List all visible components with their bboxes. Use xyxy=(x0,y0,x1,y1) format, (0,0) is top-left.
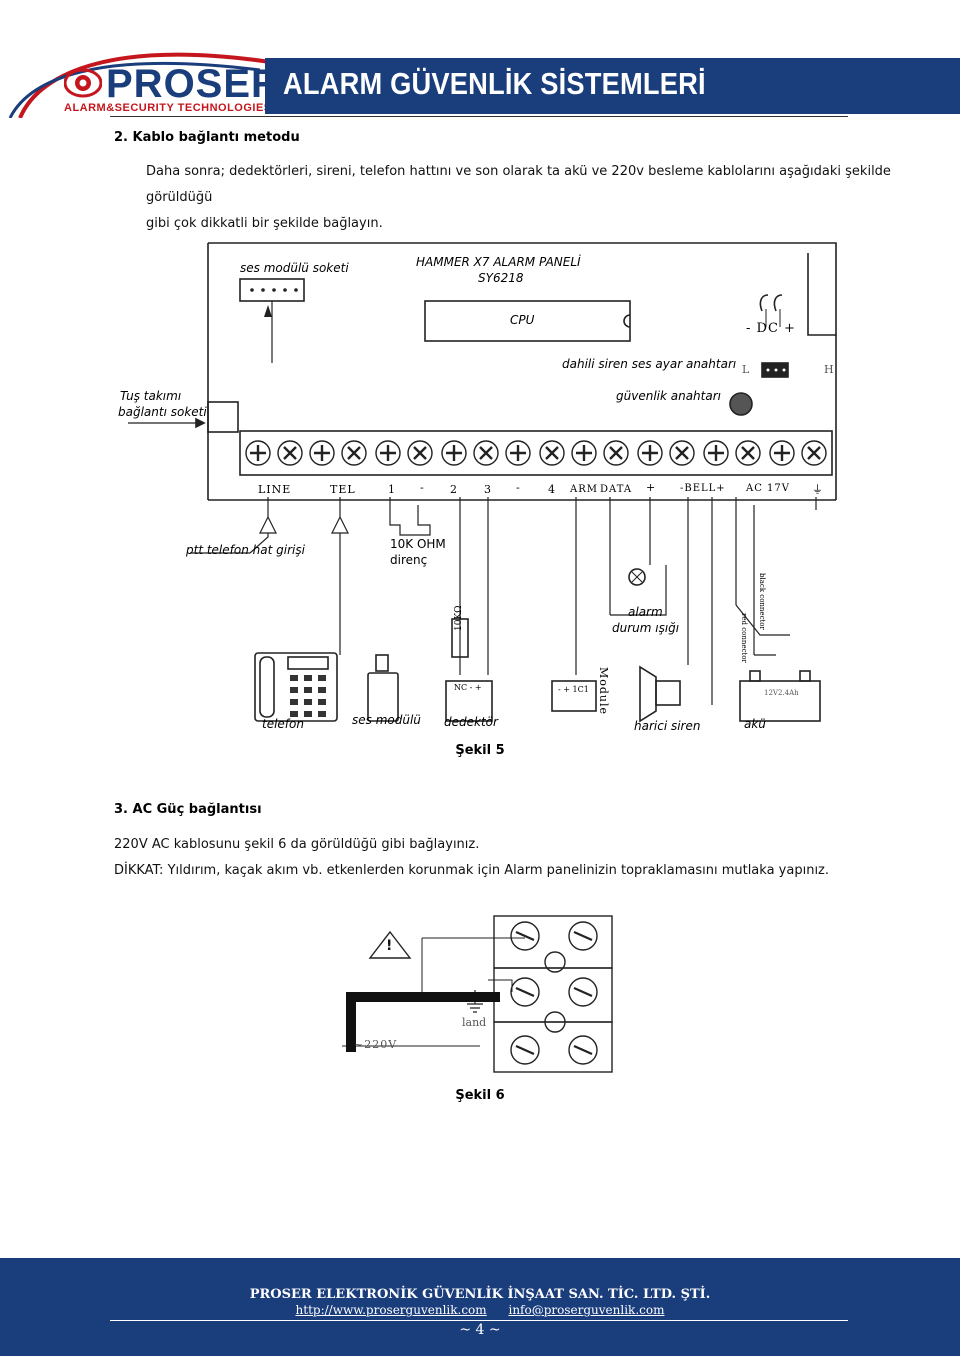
footer-company: PROSER ELEKTRONİK GÜVENLİK İNŞAAT SAN. T… xyxy=(249,1287,711,1302)
website-link[interactable]: http://www.proserguvenlik.com xyxy=(295,1303,487,1317)
device-label: telefon xyxy=(262,717,304,731)
wire-label: black connector xyxy=(758,573,766,630)
paragraph-line: 220V AC kablosunu şekil 6 da görüldüğü g… xyxy=(114,837,480,852)
terminal-label: 4 xyxy=(548,483,556,496)
device-label: ses modülü xyxy=(352,713,421,727)
section-2-paragraph: Daha sonra; dedektörleri, sireni, telefo… xyxy=(146,159,906,237)
ac-terminal-drawing xyxy=(342,915,613,1073)
terminal-label: - xyxy=(516,481,521,494)
resistor-label: 10K OHM xyxy=(390,537,446,551)
section-3-paragraph: 220V AC kablosunu şekil 6 da görüldüğü g… xyxy=(114,832,914,884)
email-link[interactable]: info@proserguvenlik.com xyxy=(508,1303,665,1317)
page-footer xyxy=(0,1258,960,1356)
figure-6-ac-diagram: ! land ~220V xyxy=(330,910,630,1080)
panel-title: HAMMER X7 ALARM PANELİ xyxy=(416,255,581,269)
voice-socket-label: ses modülü soketi xyxy=(240,261,349,275)
resistor-label: direnç xyxy=(390,553,428,567)
ac-voltage-label: ~220V xyxy=(354,1038,398,1051)
section-3-heading: 3. AC Güç bağlantısı xyxy=(114,802,262,817)
paragraph-line: DİKKAT: Yıldırım, kaçak akım vb. etkenle… xyxy=(114,863,830,878)
footer-links: http://www.proserguvenlik.com info@prose… xyxy=(0,1303,960,1317)
terminal-label: 3 xyxy=(484,483,492,496)
detector-terminals: NC - + xyxy=(454,683,482,692)
resistor-value: 10KΩ xyxy=(454,605,464,631)
keypad-socket-label: Tuş takımı xyxy=(120,389,182,403)
figure-5-wiring-diagram: ses modülü soketi HAMMER X7 ALARM PANELİ… xyxy=(100,235,860,760)
panel-model: SY6218 xyxy=(478,271,524,285)
page-header: PROSER ALARM&SECURITY TECHNOLOGIES ALARM… xyxy=(0,0,960,118)
cpu-label: CPU xyxy=(510,313,535,327)
terminal-label: 2 xyxy=(450,483,458,496)
module-terminals: - + 1C1 xyxy=(558,685,589,694)
terminal-label: ARM xyxy=(570,484,598,495)
eye-logo-icon xyxy=(64,68,102,98)
page-number: ~ 4 ~ xyxy=(459,1322,501,1338)
terminal-label: 1 xyxy=(388,483,396,496)
terminal-label: TEL xyxy=(330,483,356,496)
logo-text: PROSER xyxy=(106,62,281,106)
terminal-label: + xyxy=(646,481,657,494)
paragraph-line: gibi çok dikkatli bir şekilde bağlayın. xyxy=(146,216,383,231)
keypad-socket-label: bağlantı soketi xyxy=(118,405,207,419)
phone-line-input-label: ptt telefon hat girişi xyxy=(186,543,305,557)
terminal-label: LINE xyxy=(258,483,292,496)
title-bar xyxy=(265,58,960,114)
status-light-label: alarm xyxy=(628,605,663,619)
footer-divider xyxy=(110,1320,848,1321)
terminal-label: AC 17V xyxy=(746,483,790,494)
security-switch-label: güvenlik anahtarı xyxy=(616,389,721,403)
section-2-heading: 2. Kablo bağlantı metodu xyxy=(114,130,300,145)
figure-5-caption: Şekil 5 xyxy=(455,743,505,758)
ground-label: land xyxy=(462,1016,487,1029)
warning-icon: ! xyxy=(386,938,393,954)
wire-label: red connector xyxy=(740,613,748,663)
battery-rating: 12V2.4Ah xyxy=(764,689,799,697)
siren-switch-label: dahili siren ses ayar anahtarı xyxy=(562,357,737,371)
header-divider xyxy=(110,116,848,117)
logo-tagline: ALARM&SECURITY TECHNOLOGIES xyxy=(64,102,272,114)
switch-h-label: H xyxy=(824,363,835,376)
terminal-label: -BELL+ xyxy=(680,483,726,494)
figure-6-caption: Şekil 6 xyxy=(455,1088,505,1103)
terminal-label: DATA xyxy=(600,484,633,495)
terminal-label: - xyxy=(420,481,425,494)
header-title: ALARM GÜVENLİK SİSTEMLERİ xyxy=(283,66,706,101)
device-label: akü xyxy=(744,717,766,731)
logo-swoosh xyxy=(0,35,300,118)
ground-icon: ⏚ xyxy=(812,483,824,496)
wiring-drawing xyxy=(128,242,837,723)
paragraph-line: Daha sonra; dedektörleri, sireni, telefo… xyxy=(146,164,891,205)
dc-label: - DC + xyxy=(746,321,796,336)
switch-l-label: L xyxy=(742,363,751,376)
device-label: harici siren xyxy=(634,719,701,733)
status-light-label: durum ışığı xyxy=(612,621,680,635)
module-text: Module xyxy=(597,667,610,716)
device-label: dedektör xyxy=(444,715,498,729)
